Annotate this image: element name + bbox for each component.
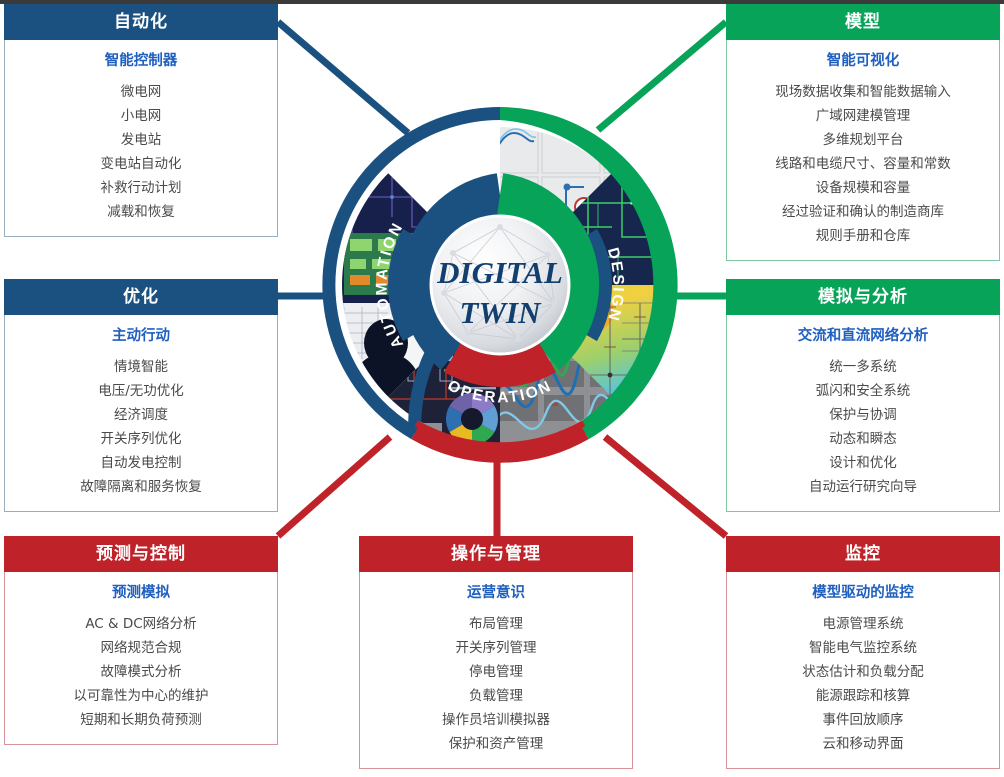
panel-monitor[interactable]: 监控 模型驱动的监控 电源管理系统智能电气监控系统状态估计和负载分配能源跟踪和核… <box>726 536 1000 770</box>
panel-item: 状态估计和负载分配 <box>802 664 924 681</box>
panel-operate[interactable]: 操作与管理 运营意识 布局管理开关序列管理停电管理负载管理操作员培训模拟器保护和… <box>359 536 633 770</box>
panel-item: 经过验证和确认的制造商库 <box>782 204 944 221</box>
panel-body: 预测模拟 AC & DC网络分析网络规范合规故障模式分析以可靠性为中心的维护短期… <box>4 572 278 746</box>
digital-twin-wheel: 1011 <box>322 107 678 463</box>
panel-body: 模型驱动的监控 电源管理系统智能电气监控系统状态估计和负载分配能源跟踪和核算事件… <box>726 572 1000 770</box>
panel-forecast[interactable]: 预测与控制 预测模拟 AC & DC网络分析网络规范合规故障模式分析以可靠性为中… <box>4 536 278 746</box>
panel-item: 故障模式分析 <box>100 664 182 681</box>
panel-subtitle: 模型驱动的监控 <box>812 585 914 601</box>
panel-title: 优化 <box>4 279 278 315</box>
panel-item: 发电站 <box>120 132 162 149</box>
panel-item: 开关序列优化 <box>100 431 182 448</box>
panel-item-list: 统一多系统弧闪和安全系统保护与协调动态和瞬态设计和优化自动运行研究向导 <box>735 355 991 499</box>
panel-item: 情境智能 <box>114 359 168 376</box>
panel-item: 操作员培训模拟器 <box>442 712 550 729</box>
connector-model <box>595 19 729 133</box>
panel-item: 保护和资产管理 <box>448 736 544 753</box>
panel-item: 多维规划平台 <box>822 132 904 149</box>
panel-title: 自动化 <box>4 4 278 40</box>
panel-title: 模拟与分析 <box>726 279 1000 315</box>
panel-item: 变电站自动化 <box>100 156 182 173</box>
panel-subtitle: 主动行动 <box>112 328 170 344</box>
panel-item: 自动发电控制 <box>100 455 182 472</box>
panel-item: 补救行动计划 <box>100 180 182 197</box>
panel-item: 经济调度 <box>114 407 168 424</box>
panel-item-list: 布局管理开关序列管理停电管理负载管理操作员培训模拟器保护和资产管理 <box>368 612 624 756</box>
digital-twin-word1: DIGITAL <box>436 255 563 290</box>
panel-body: 智能可视化 现场数据收集和智能数据输入广域网建模管理多维规划平台线路和电缆尺寸、… <box>726 40 1000 262</box>
panel-item-list: 微电网小电网发电站变电站自动化补救行动计划减载和恢复 <box>13 80 269 224</box>
connector-monitor <box>602 434 729 539</box>
panel-item: 弧闪和安全系统 <box>815 383 911 400</box>
panel-optimize[interactable]: 优化 主动行动 情境智能电压/无功优化经济调度开关序列优化自动发电控制故障隔离和… <box>4 279 278 513</box>
panel-item: 云和移动界面 <box>822 736 904 753</box>
panel-item-list: 电源管理系统智能电气监控系统状态估计和负载分配能源跟踪和核算事件回放顺序云和移动… <box>735 612 991 756</box>
panel-item: 以可靠性为中心的维护 <box>73 688 209 705</box>
panel-item: 事件回放顺序 <box>822 712 904 729</box>
panel-item: 设备规模和容量 <box>815 180 911 197</box>
panel-title: 操作与管理 <box>359 536 633 572</box>
panel-item-list: AC & DC网络分析网络规范合规故障模式分析以可靠性为中心的维护短期和长期负荷… <box>13 612 269 732</box>
panel-item: 微电网 <box>120 84 162 101</box>
panel-body: 智能控制器 微电网小电网发电站变电站自动化补救行动计划减载和恢复 <box>4 40 278 238</box>
panel-item: 电压/无功优化 <box>98 383 184 400</box>
panel-item: 停电管理 <box>469 664 523 681</box>
digital-twin-sphere <box>429 214 571 356</box>
panel-subtitle: 预测模拟 <box>112 585 170 601</box>
connector-forecast <box>275 434 393 539</box>
panel-item: 自动运行研究向导 <box>809 479 917 496</box>
panel-subtitle: 智能控制器 <box>104 53 178 69</box>
panel-item: 现场数据收集和智能数据输入 <box>775 84 951 101</box>
panel-item-list: 现场数据收集和智能数据输入广域网建模管理多维规划平台线路和电缆尺寸、容量和常数设… <box>735 80 991 248</box>
panel-body: 主动行动 情境智能电压/无功优化经济调度开关序列优化自动发电控制故障隔离和服务恢… <box>4 315 278 513</box>
panel-subtitle: 交流和直流网络分析 <box>797 328 929 344</box>
connector-automation <box>275 19 411 136</box>
panel-item: 设计和优化 <box>829 455 897 472</box>
panel-item: 线路和电缆尺寸、容量和常数 <box>775 156 951 173</box>
panel-title: 预测与控制 <box>4 536 278 572</box>
panel-item: 小电网 <box>120 108 162 125</box>
panel-item: 布局管理 <box>469 616 523 633</box>
panel-title: 监控 <box>726 536 1000 572</box>
panel-body: 交流和直流网络分析 统一多系统弧闪和安全系统保护与协调动态和瞬态设计和优化自动运… <box>726 315 1000 513</box>
top-strip <box>0 0 1004 4</box>
panel-item: 规则手册和仓库 <box>815 228 911 245</box>
panel-item: AC & DC网络分析 <box>85 616 197 633</box>
panel-item: 动态和瞬态 <box>829 431 897 448</box>
panel-item: 保护与协调 <box>829 407 897 424</box>
panel-item: 智能电气监控系统 <box>809 640 917 657</box>
panel-item-list: 情境智能电压/无功优化经济调度开关序列优化自动发电控制故障隔离和服务恢复 <box>13 355 269 499</box>
panel-title: 模型 <box>726 4 1000 40</box>
panel-item: 开关序列管理 <box>455 640 537 657</box>
panel-item: 广域网建模管理 <box>815 108 911 125</box>
ring-label-design: DESIGN <box>604 246 627 324</box>
panel-item: 负载管理 <box>469 688 523 705</box>
panel-model[interactable]: 模型 智能可视化 现场数据收集和智能数据输入广域网建模管理多维规划平台线路和电缆… <box>726 4 1000 262</box>
panel-automation[interactable]: 自动化 智能控制器 微电网小电网发电站变电站自动化补救行动计划减载和恢复 <box>4 4 278 238</box>
panel-item: 电源管理系统 <box>822 616 904 633</box>
panel-item: 短期和长期负荷预测 <box>80 712 202 729</box>
panel-subtitle: 运营意识 <box>467 585 525 601</box>
panel-body: 运营意识 布局管理开关序列管理停电管理负载管理操作员培训模拟器保护和资产管理 <box>359 572 633 770</box>
panel-item: 统一多系统 <box>829 359 897 376</box>
panel-item: 故障隔离和服务恢复 <box>80 479 202 496</box>
digital-twin-word2: TWIN <box>460 295 543 330</box>
panel-item: 减载和恢复 <box>107 204 175 221</box>
panel-item: 网络规范合规 <box>100 640 182 657</box>
panel-item: 能源跟踪和核算 <box>815 688 911 705</box>
panel-subtitle: 智能可视化 <box>826 53 900 69</box>
panel-simulate[interactable]: 模拟与分析 交流和直流网络分析 统一多系统弧闪和安全系统保护与协调动态和瞬态设计… <box>726 279 1000 513</box>
